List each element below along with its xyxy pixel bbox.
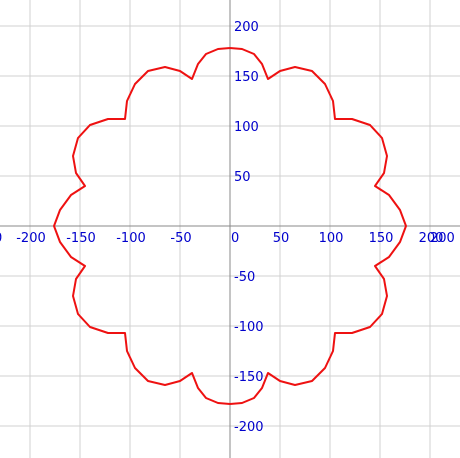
y-tick-label: 150 bbox=[234, 70, 259, 85]
x-tick-label: -150 bbox=[66, 231, 96, 246]
tick-labels: -200 -150 -100 -50 0 50 100 150 200 0 200 -200 -150 -… bbox=[0, 20, 455, 435]
y-tick-label: 200 bbox=[234, 20, 259, 35]
y-tick-label: -100 bbox=[234, 320, 264, 335]
x-tick-label: 100 bbox=[319, 231, 344, 246]
y-tick-label: -50 bbox=[234, 270, 255, 285]
curve-line bbox=[53, 47, 407, 405]
x-tick-label: 200 bbox=[419, 231, 444, 246]
y-tick-label: 50 bbox=[234, 170, 251, 185]
x-tick-label: 0 bbox=[231, 231, 239, 246]
x-tick-label: 50 bbox=[273, 231, 290, 246]
x-tick-label: -50 bbox=[170, 231, 191, 246]
x-tick-label: -100 bbox=[116, 231, 146, 246]
y-tick-label: -200 bbox=[234, 420, 264, 435]
x-tick-label: -200 bbox=[16, 231, 46, 246]
y-tick-label: -150 bbox=[234, 370, 264, 385]
x-tick-label-edge: 200 bbox=[430, 231, 455, 246]
x-tick-label-edge: 0 bbox=[0, 231, 2, 246]
curve-series bbox=[53, 47, 407, 405]
y-tick-label: 100 bbox=[234, 120, 259, 135]
x-tick-label: 150 bbox=[369, 231, 394, 246]
